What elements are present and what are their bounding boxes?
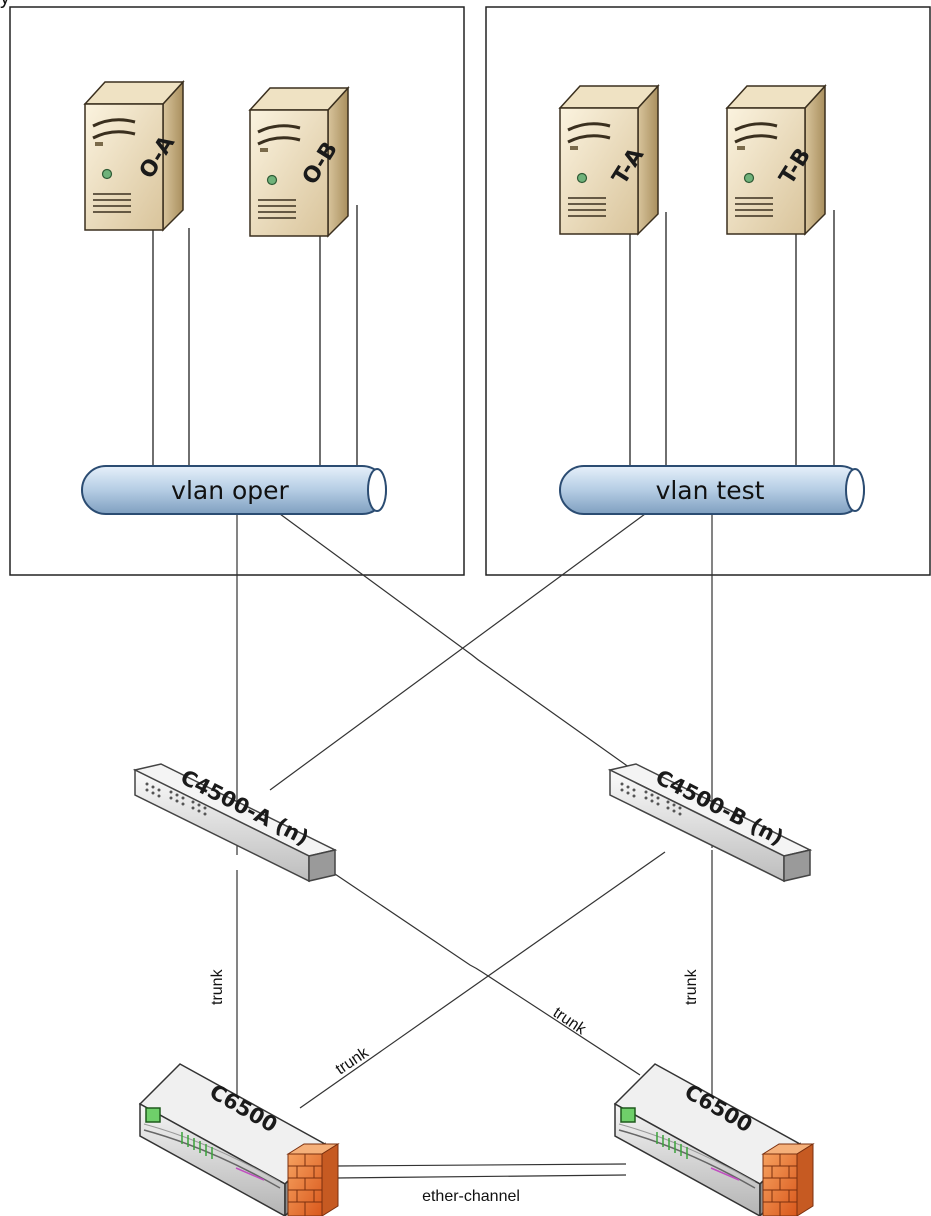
firewall-icon xyxy=(762,1143,814,1216)
trunk-label-right-vertical: trunk xyxy=(683,968,700,1005)
etherchannel-label: ether-channel xyxy=(422,1188,520,1205)
network-links xyxy=(236,513,713,1179)
vlan-oper-label: vlan oper xyxy=(171,476,289,505)
switch-c6500-left: C6500 xyxy=(139,1063,339,1216)
link-c4500-a-to-core-right xyxy=(331,871,641,1076)
switch-c4500-a: C4500-A (n) xyxy=(134,763,336,882)
server-uplinks xyxy=(152,205,835,466)
zone-test-box xyxy=(485,6,931,576)
server-o-a: O-A xyxy=(83,80,185,232)
link-oper-to-c4500-b xyxy=(279,513,641,776)
server-t-a: T-A xyxy=(558,84,660,236)
link-c4500-b-to-core-left xyxy=(299,851,666,1109)
firewall-icon xyxy=(287,1143,339,1216)
switch-c6500-right: C6500 xyxy=(614,1063,814,1216)
vlan-test-pipe: vlan test xyxy=(559,465,865,515)
etherchannel-line-top xyxy=(335,1163,627,1167)
caption-fragment: y xyxy=(0,0,10,9)
trunk-label-right-diagonal: trunk xyxy=(550,1004,590,1039)
trunk-label-left-diagonal: trunk xyxy=(333,1044,373,1079)
vlan-oper-pipe: vlan oper xyxy=(81,465,387,515)
server-t-b: T-B xyxy=(725,84,827,236)
switch-c4500-b: C4500-B (n) xyxy=(609,763,811,882)
etherchannel-line-bottom xyxy=(335,1174,627,1179)
trunk-label-left-vertical: trunk xyxy=(209,968,226,1005)
link-test-to-c4500-a xyxy=(269,513,646,791)
vlan-test-label: vlan test xyxy=(656,476,765,505)
server-o-b: O-B xyxy=(248,86,350,238)
